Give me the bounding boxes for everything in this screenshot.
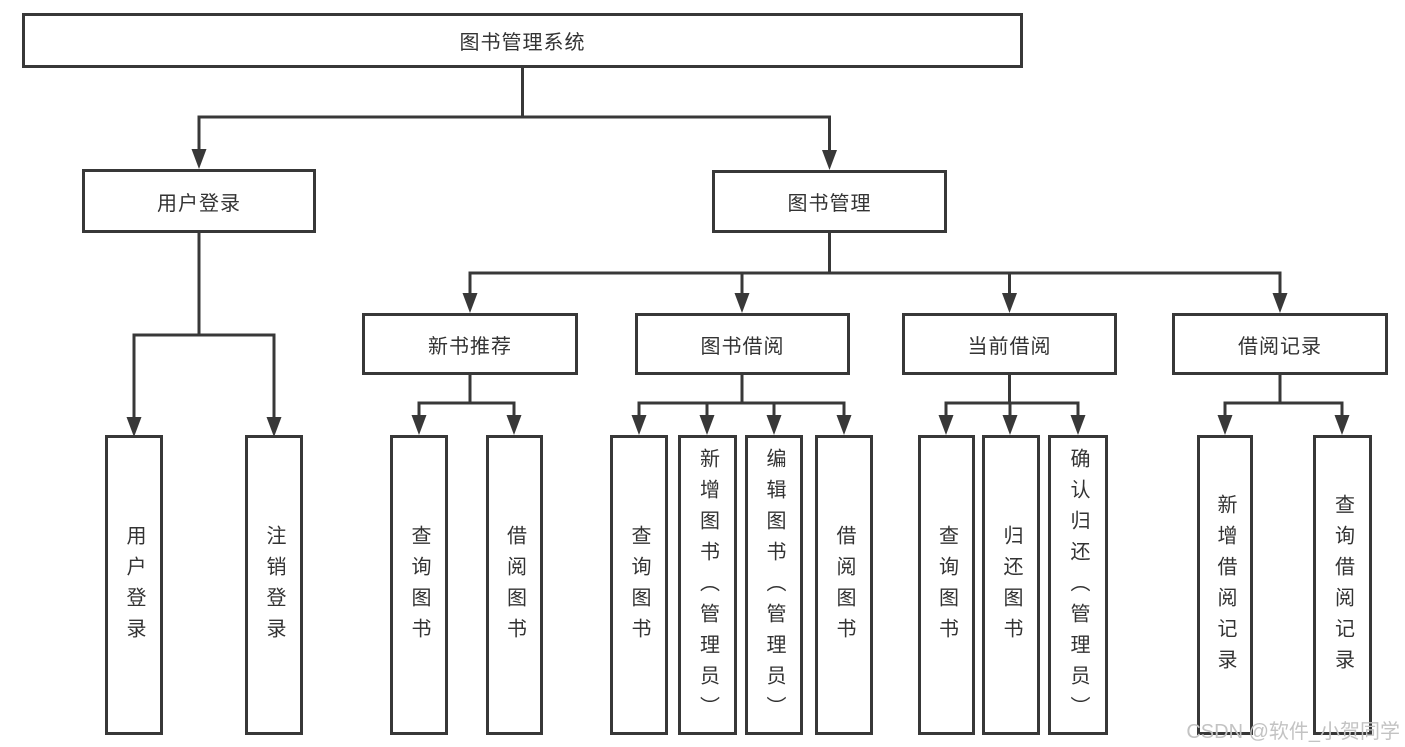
- leaf-query-borrow-record: 查询借阅记录: [1313, 435, 1372, 735]
- leaf-add-borrow-record: 新增借阅记录: [1197, 435, 1253, 735]
- watermark-text: CSDN @软件_小贺同学: [1186, 721, 1400, 743]
- leaf-return-books: 归还图书: [982, 435, 1040, 735]
- connector-user-login-children: [132, 233, 276, 418]
- node-user-login-branch: 用户登录: [82, 169, 316, 233]
- node-current-borrowing: 当前借阅: [902, 313, 1117, 375]
- connector-borrowing-children: [637, 375, 846, 416]
- node-book-borrowing: 图书借阅: [635, 313, 850, 375]
- leaf-query-books-borrowing: 查询图书: [610, 435, 668, 735]
- leaf-add-book-admin: 新增图书（管理员）: [678, 435, 737, 735]
- leaf-borrow-books-recommend: 借阅图书: [486, 435, 543, 735]
- leaf-logout: 注销登录: [245, 435, 303, 735]
- node-root: 图书管理系统: [22, 13, 1023, 68]
- connector-root-to-level2: [197, 68, 831, 151]
- leaf-query-books-recommend: 查询图书: [390, 435, 448, 735]
- arrowheads: [126, 149, 1350, 437]
- connector-records-children: [1223, 375, 1344, 416]
- leaf-query-books-current: 查询图书: [918, 435, 975, 735]
- leaf-borrow-books-borrowing: 借阅图书: [815, 435, 873, 735]
- node-book-management-branch: 图书管理: [712, 170, 947, 233]
- connector-book-mgmt-children: [468, 233, 1282, 294]
- leaf-edit-book-admin: 编辑图书（管理员）: [745, 435, 803, 735]
- node-new-book-recommend: 新书推荐: [362, 313, 578, 375]
- node-borrow-records: 借阅记录: [1172, 313, 1388, 375]
- leaf-user-login: 用户登录: [105, 435, 163, 735]
- connector-new-book-children: [417, 375, 516, 416]
- connector-current-children: [944, 375, 1080, 416]
- leaf-confirm-return-admin: 确认归还（管理员）: [1048, 435, 1108, 735]
